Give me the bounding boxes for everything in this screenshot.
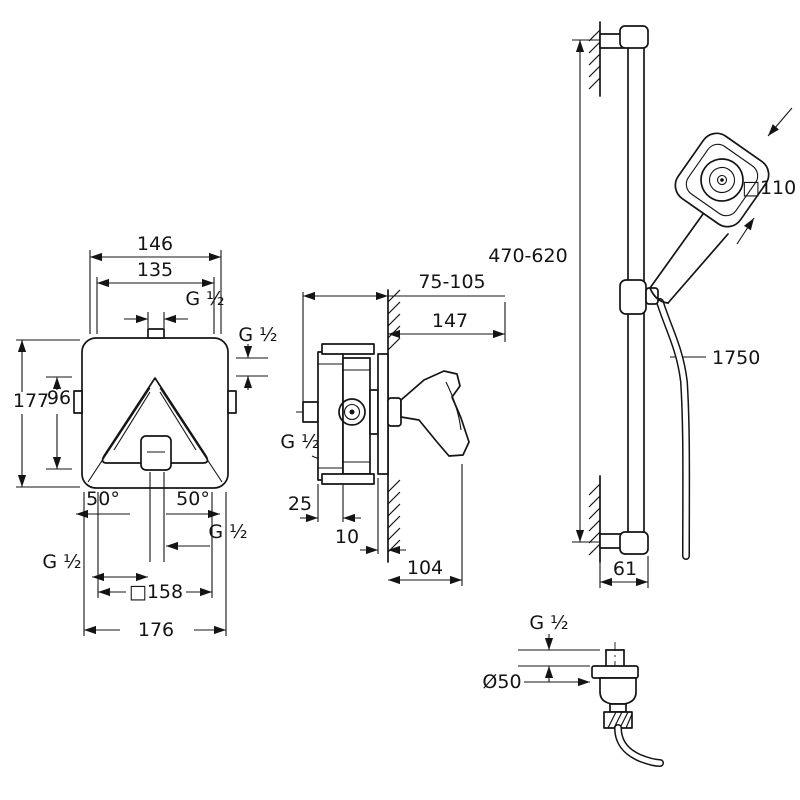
angle-line-right xyxy=(159,387,223,483)
shower-hose-inner xyxy=(657,299,689,559)
dim-25-label: 25 xyxy=(288,493,312,515)
shower-head-face-outline xyxy=(685,143,759,217)
outlet-hose-inner xyxy=(615,725,663,766)
dim-75-105-label: 75-105 xyxy=(418,271,485,293)
cartridge-center xyxy=(349,409,355,415)
g-half-bottom-right-label: G ½ xyxy=(208,521,247,543)
sleeve xyxy=(369,389,379,435)
wall-hatch-top xyxy=(588,29,601,90)
spray-center-dot xyxy=(720,178,724,182)
spray-ring-middle xyxy=(708,166,736,194)
shower-holder xyxy=(619,279,647,315)
outlet-flange xyxy=(591,665,639,679)
dim-1750-label: 1750 xyxy=(712,347,760,369)
wall-hatch-lower xyxy=(387,479,401,553)
dim-146-label: 146 xyxy=(137,233,173,255)
shower-head xyxy=(674,132,770,228)
cartridge-outer xyxy=(338,398,366,426)
right-side-port xyxy=(227,390,237,414)
bottom-flange xyxy=(321,473,375,485)
wall-hatch-bottom xyxy=(588,483,601,556)
shower-handle-edge-right xyxy=(667,233,729,304)
g-half-top-label: G ½ xyxy=(185,288,224,310)
lever-inner-line-right xyxy=(159,391,197,451)
lever-side xyxy=(400,370,470,457)
g-half-right-label: G ½ xyxy=(238,324,277,346)
angle-left-label: 50° xyxy=(86,488,120,510)
spray-ring-inner xyxy=(716,174,728,186)
shower-holder-knob xyxy=(645,287,659,305)
lever-grip xyxy=(140,435,172,471)
dim-176-label: 176 xyxy=(138,619,174,641)
valve-housing xyxy=(342,357,371,475)
g-half-outlet-label: G ½ xyxy=(529,612,568,634)
dia-50-label: Ø50 xyxy=(482,671,521,693)
side-view: 75-105 147 G ½ 25 10 104 xyxy=(280,271,506,586)
g-half-bottom-left-label: G ½ xyxy=(42,551,81,573)
shower-handle-edge-left xyxy=(649,213,704,289)
dim-177-label: 177 xyxy=(13,390,49,412)
spray-ring-outer xyxy=(700,158,744,202)
dim-147-label: 147 xyxy=(432,310,468,332)
front-view: 146 135 G ½ G ½ 177 96 50° 50° G ½ G ½ □… xyxy=(13,233,278,641)
dim-110-label: □110 xyxy=(742,177,796,199)
dim-96-label: 96 xyxy=(47,387,71,409)
lever-inner-line-left xyxy=(113,391,151,451)
cartridge-inner xyxy=(343,403,361,421)
dim-135-label: 135 xyxy=(137,259,173,281)
rail-bottom-cap xyxy=(619,531,649,555)
dim-104-label: 104 xyxy=(407,557,443,579)
outlet-neck xyxy=(609,703,627,713)
lever-boss xyxy=(387,397,402,427)
angle-right-label: 50° xyxy=(176,488,210,510)
escutcheon-side xyxy=(377,353,389,475)
shower-handle-cap xyxy=(649,287,669,304)
g-half-inlet-label: G ½ xyxy=(280,431,319,453)
rail-dimension-lines xyxy=(572,39,793,588)
wall-hatch-upper xyxy=(387,289,401,351)
outlet-detail: G ½ Ø50 xyxy=(482,612,664,767)
outlet-dimension-lines xyxy=(518,634,600,687)
side-dimension-lines xyxy=(300,291,506,586)
dim-61-label: 61 xyxy=(613,558,637,580)
top-port xyxy=(147,328,165,339)
rail-view: 470-620 □110 1750 61 xyxy=(488,21,796,588)
left-side-port xyxy=(73,390,83,414)
dim-158-label: □158 xyxy=(129,581,183,603)
angle-line-left xyxy=(87,387,151,483)
outlet-body xyxy=(599,677,637,705)
front-dimension-lines xyxy=(16,250,268,636)
rail-top-cap xyxy=(619,25,649,49)
dim-10-label: 10 xyxy=(335,526,359,548)
dim-470-620-label: 470-620 xyxy=(488,245,567,267)
rear-inlet-stub xyxy=(302,401,319,423)
top-flange xyxy=(321,343,375,355)
lever-side-contour xyxy=(445,381,462,431)
